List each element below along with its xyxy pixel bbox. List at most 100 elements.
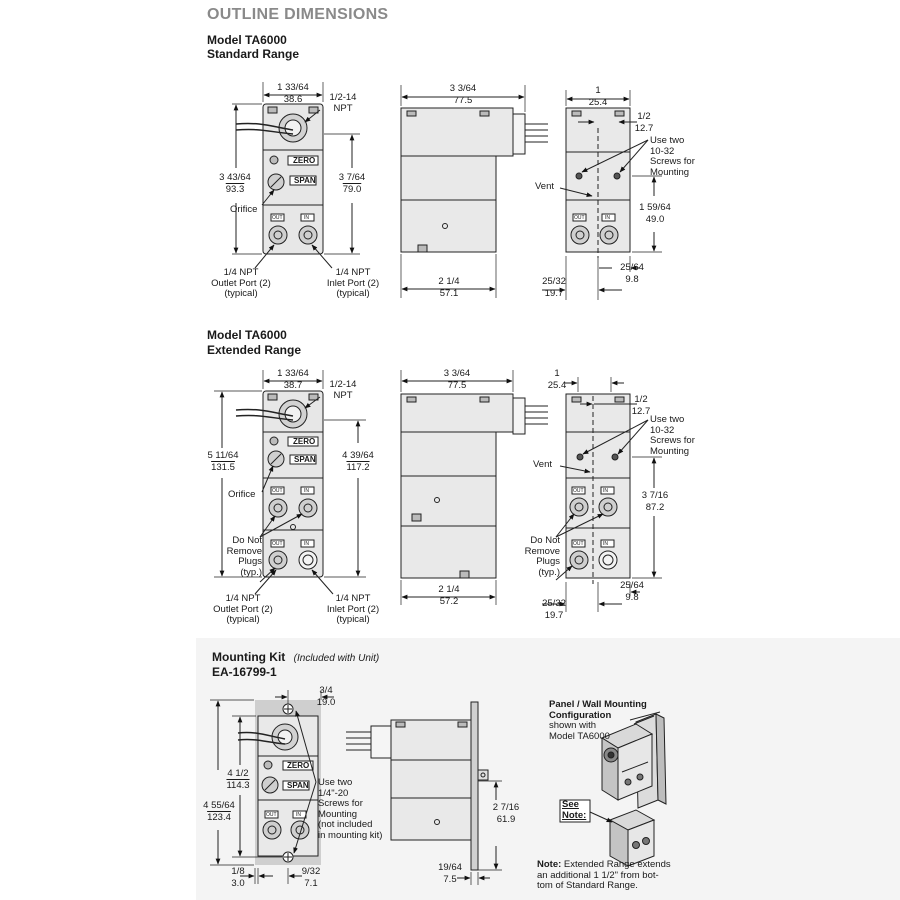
kit-br-mm: 7.1 (304, 878, 318, 889)
ext-end-h-frac: 3 7/16 (641, 490, 669, 501)
ext-front-width-frac: 1 33/64 (277, 368, 309, 379)
ext-end-width-mm: 25.4 (547, 380, 567, 391)
ext-side-bot-frac: 2 1/4 (438, 584, 460, 595)
kit-side-view (346, 701, 489, 871)
ext-height-frac: 5 11/64 (207, 450, 239, 461)
panel-mount-illustration (559, 711, 667, 867)
std-orifice-label: Orifice (230, 204, 258, 215)
kit-side-h-frac: 2 7/16 (492, 802, 520, 813)
kit-top-mm: 19.0 (316, 697, 336, 708)
std-height2-mm: 79.0 (342, 184, 362, 195)
kit-side-b-mm: 7.5 (443, 874, 457, 885)
standard-model-heading: Model TA6000 (207, 33, 287, 47)
ext-zero-label: ZERO (293, 437, 316, 446)
kit-zero-label: ZERO (287, 761, 310, 770)
std-span-label: SPAN (294, 176, 316, 185)
ext-end-in-label-2: IN (603, 541, 608, 547)
ext-side-top-frac: 3 3/64 (443, 368, 471, 379)
std-end-out-label: OUT (574, 215, 585, 221)
ext-end-width-frac: 1 (554, 368, 560, 379)
std-side-bot-mm: 57.1 (439, 288, 459, 299)
ext-orifice-label: Orifice (228, 489, 256, 500)
ext-side-bot-mm: 57.2 (439, 596, 459, 607)
ext-height-mm: 131.5 (211, 462, 235, 473)
std-end-h-frac: 1 59/64 (639, 202, 671, 213)
std-end-width-mm: 25.4 (588, 97, 608, 108)
ext-inlet-label: 1/4 NPT Inlet Port (2) (typical) (326, 593, 380, 625)
ext-end-h-mm: 87.2 (645, 502, 665, 513)
kit-note-text: Extended Range extends an additional 1 1… (537, 859, 671, 891)
ext-end-out-label: OUT (573, 488, 584, 494)
extended-model-heading: Model TA6000 (207, 328, 287, 342)
ext-height2-mm: 117.2 (346, 462, 370, 473)
ext-plugs-label: Do Not Remove Plugs (typ.) (226, 535, 262, 578)
ext-in-label-2: IN (304, 541, 309, 547)
kit-note-label: Note: (537, 859, 562, 870)
standard-side-view (400, 107, 548, 253)
kit-side-b-frac: 19/64 (438, 862, 462, 873)
extended-front-view (235, 390, 324, 578)
kit-h2-mm: 123.4 (207, 812, 231, 823)
kit-front-view (237, 700, 321, 865)
ext-span-label: SPAN (294, 455, 316, 464)
kit-screws-label: Use two 1/4"-20 Screws for Mounting (not… (318, 777, 383, 841)
ext-end-r-mm: 9.8 (625, 592, 639, 603)
ext-end-out-label-2: OUT (573, 541, 584, 547)
std-npt-label: 1/2-14 NPT (329, 92, 357, 114)
kit-h1-mm: 114.3 (226, 780, 250, 791)
std-end-l-mm: 19.7 (544, 288, 564, 299)
standard-range-heading: Standard Range (207, 47, 300, 61)
extended-end-view (565, 393, 631, 584)
kit-bl-mm: 3.0 (231, 878, 245, 889)
std-side-top-frac: 3 3/64 (449, 83, 477, 94)
std-zero-label: ZERO (293, 156, 316, 165)
kit-out-label: OUT (266, 812, 277, 818)
std-front-width-frac: 1 33/64 (277, 82, 309, 93)
std-end-screws-label: Use two 10-32 Screws for Mounting (650, 135, 695, 178)
std-outlet-label: 1/4 NPT Outlet Port (2) (typical) (211, 267, 271, 299)
kit-span-label: SPAN (287, 781, 309, 790)
ext-out-label-2: OUT (272, 541, 283, 547)
std-end-width-frac: 1 (595, 85, 601, 96)
std-end-in-label: IN (605, 215, 610, 221)
ext-front-width-mm: 38.7 (283, 380, 303, 391)
see-note-label: See Note: (562, 799, 587, 821)
std-height2-frac: 3 7/64 (338, 172, 366, 183)
std-side-bot-frac: 2 1/4 (438, 276, 460, 287)
ext-end-vent-label: Vent (533, 459, 553, 470)
ext-end-plugs-label: Do Not Remove Plugs (typ.) (524, 535, 560, 578)
kit-title: Mounting Kit (212, 650, 286, 664)
std-end-h-mm: 49.0 (645, 214, 665, 225)
std-height-mm: 93.3 (225, 184, 245, 195)
kit-bl-frac: 1/8 (231, 866, 245, 877)
ext-end-r-frac: 25/64 (620, 580, 644, 591)
panel-config-subtitle: shown with Model TA6000 (549, 720, 610, 742)
std-end-half-frac: 1/2 (637, 111, 651, 122)
standard-end-view (565, 107, 631, 258)
kit-part-number: EA-16799-1 (212, 665, 277, 679)
standard-front-view (235, 103, 324, 255)
page-title: OUTLINE DIMENSIONS (207, 6, 389, 23)
kit-top-frac: 3/4 (319, 685, 333, 696)
kit-included-note: (Included with Unit) (293, 653, 380, 664)
ext-npt-label: 1/2-14 NPT (329, 379, 357, 401)
ext-in-label: IN (304, 488, 309, 494)
std-out-label: OUT (272, 215, 283, 221)
std-end-vent-label: Vent (535, 181, 555, 192)
kit-side-h-mm: 61.9 (496, 814, 516, 825)
kit-h2-frac: 4 55/64 (203, 800, 235, 811)
std-front-width-mm: 38.6 (283, 94, 303, 105)
ext-end-in-label: IN (603, 488, 608, 494)
kit-h1-frac: 4 1/2 (227, 768, 249, 779)
kit-br-frac: 9/32 (301, 866, 321, 877)
extended-side-view (400, 393, 548, 579)
panel-config-title: Panel / Wall Mounting Configuration (549, 699, 647, 721)
ext-end-l-mm: 19.7 (544, 610, 564, 621)
kit-note: Note: Extended Range extends an addition… (537, 859, 671, 892)
ext-side-top-mm: 77.5 (447, 380, 467, 391)
ext-end-half-mm: 12.7 (631, 406, 651, 417)
extended-range-heading: Extended Range (207, 343, 302, 357)
ext-outlet-label: 1/4 NPT Outlet Port (2) (typical) (213, 593, 273, 625)
ext-end-half-frac: 1/2 (634, 394, 648, 405)
